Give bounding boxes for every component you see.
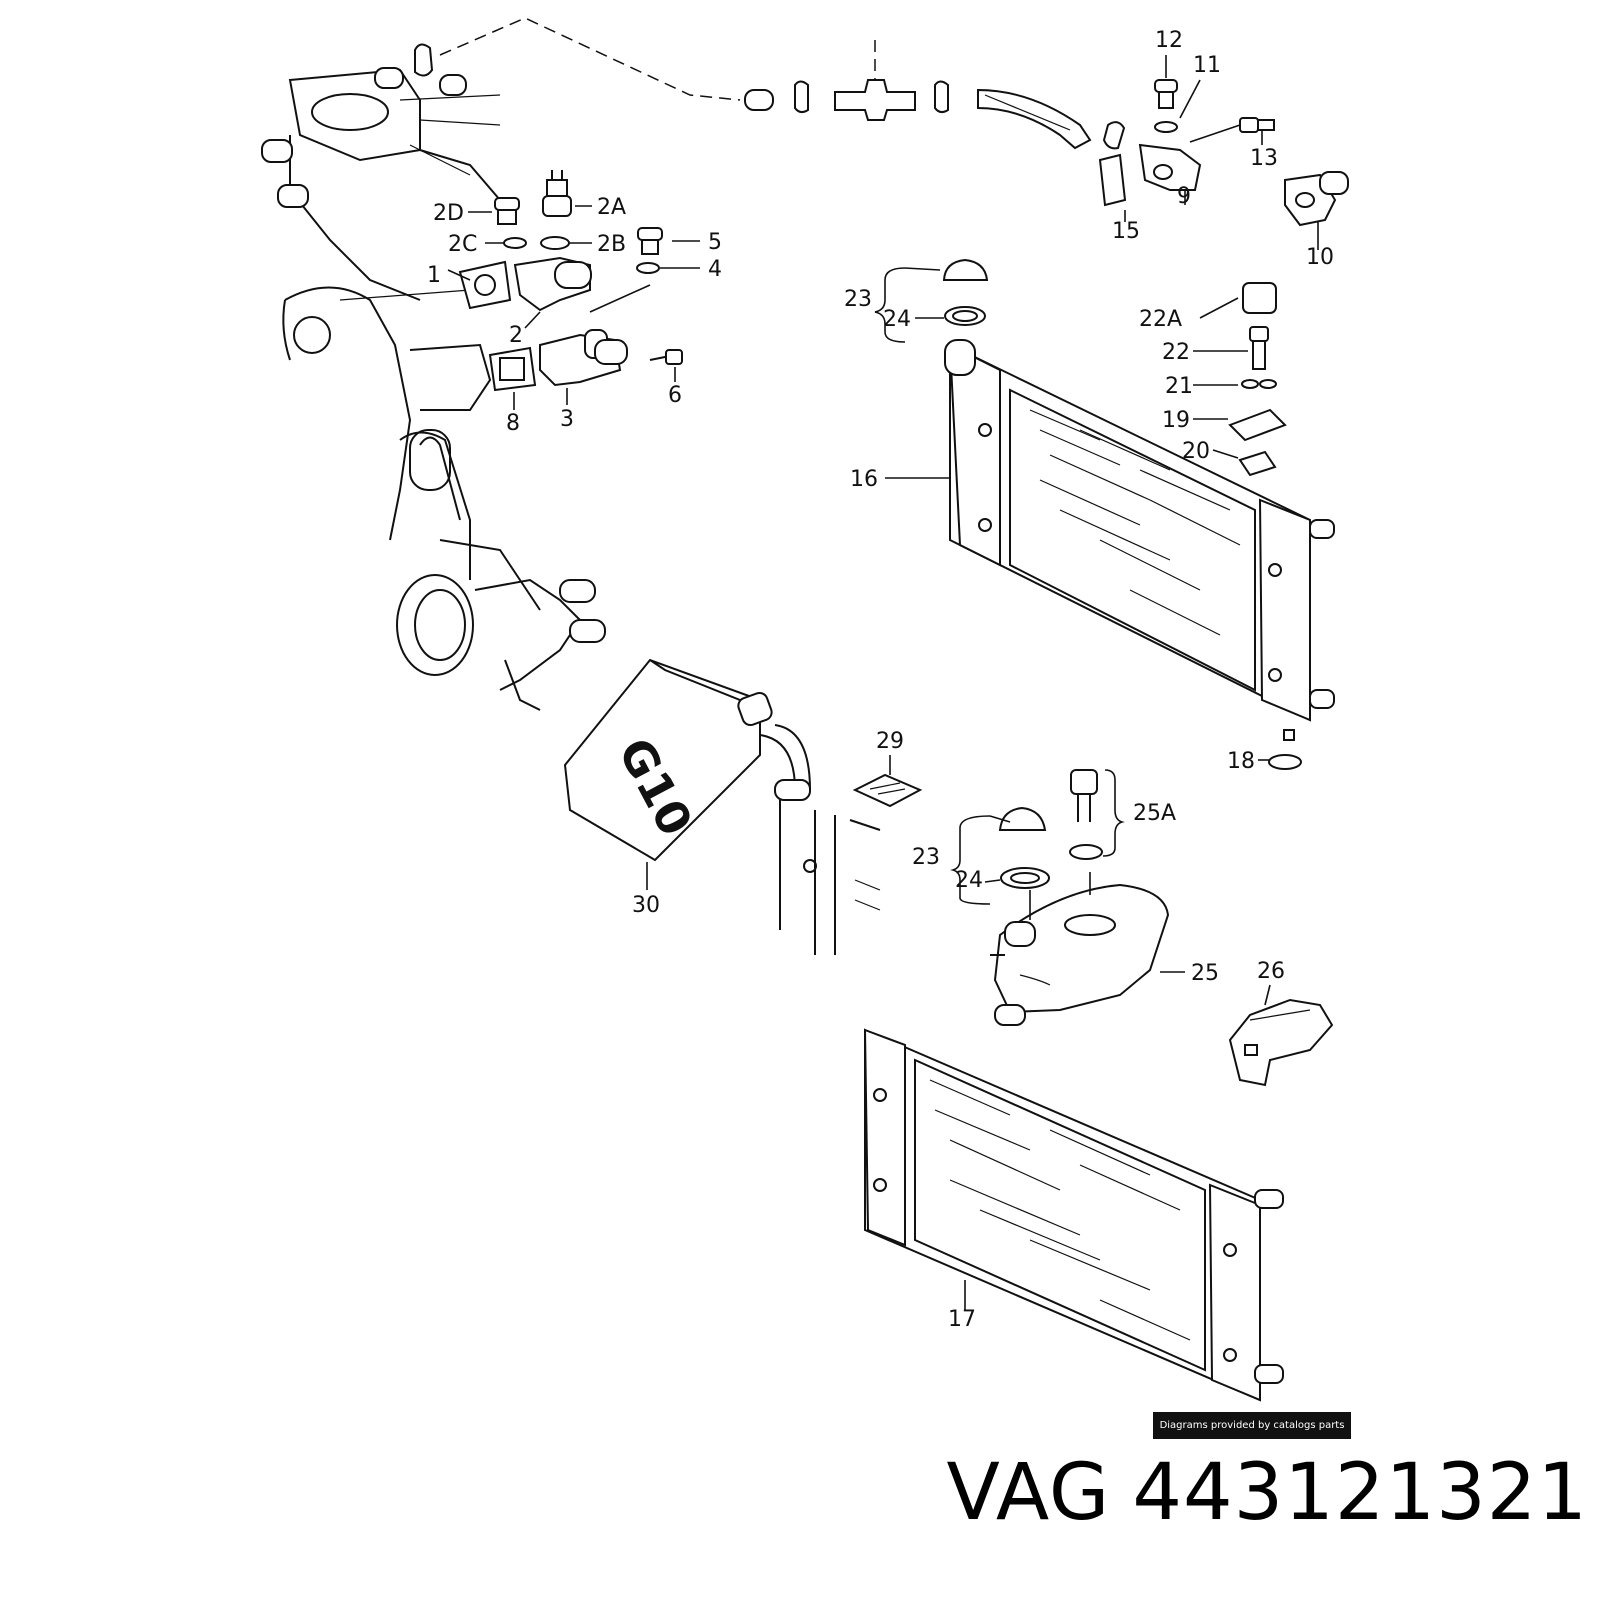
callout: 2C <box>448 232 477 257</box>
callout: 29 <box>876 729 904 754</box>
callout: 24 <box>883 307 911 332</box>
callout: 26 <box>1257 959 1285 984</box>
bracket-26 <box>1228 998 1334 1087</box>
callout: 4 <box>708 257 722 282</box>
callout: 2D <box>433 201 464 226</box>
callout: 25 <box>1191 961 1219 986</box>
callout: 30 <box>632 893 660 918</box>
radiator-fragment <box>774 779 881 955</box>
callout: 16 <box>850 467 878 492</box>
radiator-16 <box>944 339 1335 741</box>
callout: 11 <box>1193 53 1221 78</box>
engine-manifold <box>261 67 501 301</box>
small-parts-right <box>1228 282 1302 770</box>
callout: 21 <box>1165 374 1193 399</box>
callout: 25A <box>1133 801 1176 826</box>
callout: 12 <box>1155 28 1183 53</box>
expansion-tank <box>990 769 1170 1026</box>
callout: 13 <box>1250 146 1278 171</box>
callout: 9 <box>1177 184 1191 209</box>
callout: 24 <box>955 868 983 893</box>
callout: 2A <box>597 195 626 220</box>
callout: 23 <box>844 287 872 312</box>
callout: 20 <box>1182 439 1210 464</box>
callout: 6 <box>668 383 682 408</box>
part-number: 443121321 <box>1132 1448 1588 1538</box>
diagram-credit: Diagrams provided by catalogs parts <box>1153 1412 1351 1439</box>
thermostat-housing <box>458 170 683 392</box>
callout: 8 <box>506 411 520 436</box>
callout-labels: 1 2 2A 2B 2C 2D 3 4 5 6 8 9 10 11 12 13 … <box>427 28 1334 1332</box>
callout: 19 <box>1162 408 1190 433</box>
brand-name: VAG <box>946 1448 1111 1538</box>
cap-23-top <box>942 258 989 326</box>
callout: 5 <box>708 230 722 255</box>
radiator-17 <box>863 1028 1284 1402</box>
callout: 3 <box>560 407 574 432</box>
callout: 22 <box>1162 340 1190 365</box>
label-29 <box>852 773 923 808</box>
callout: 2B <box>597 232 626 257</box>
callout: 1 <box>427 263 441 288</box>
callout: 17 <box>948 1307 976 1332</box>
g10-container: G10 <box>563 658 811 862</box>
callout: 18 <box>1227 749 1255 774</box>
leader-lines <box>447 55 1319 1310</box>
callout: 10 <box>1306 245 1334 270</box>
callout: 15 <box>1112 219 1140 244</box>
engine-water-pump <box>282 286 606 711</box>
callout: 2 <box>509 323 523 348</box>
callout: 22A <box>1139 307 1182 332</box>
upper-hose-assembly <box>414 17 1349 227</box>
callout: 23 <box>912 845 940 870</box>
